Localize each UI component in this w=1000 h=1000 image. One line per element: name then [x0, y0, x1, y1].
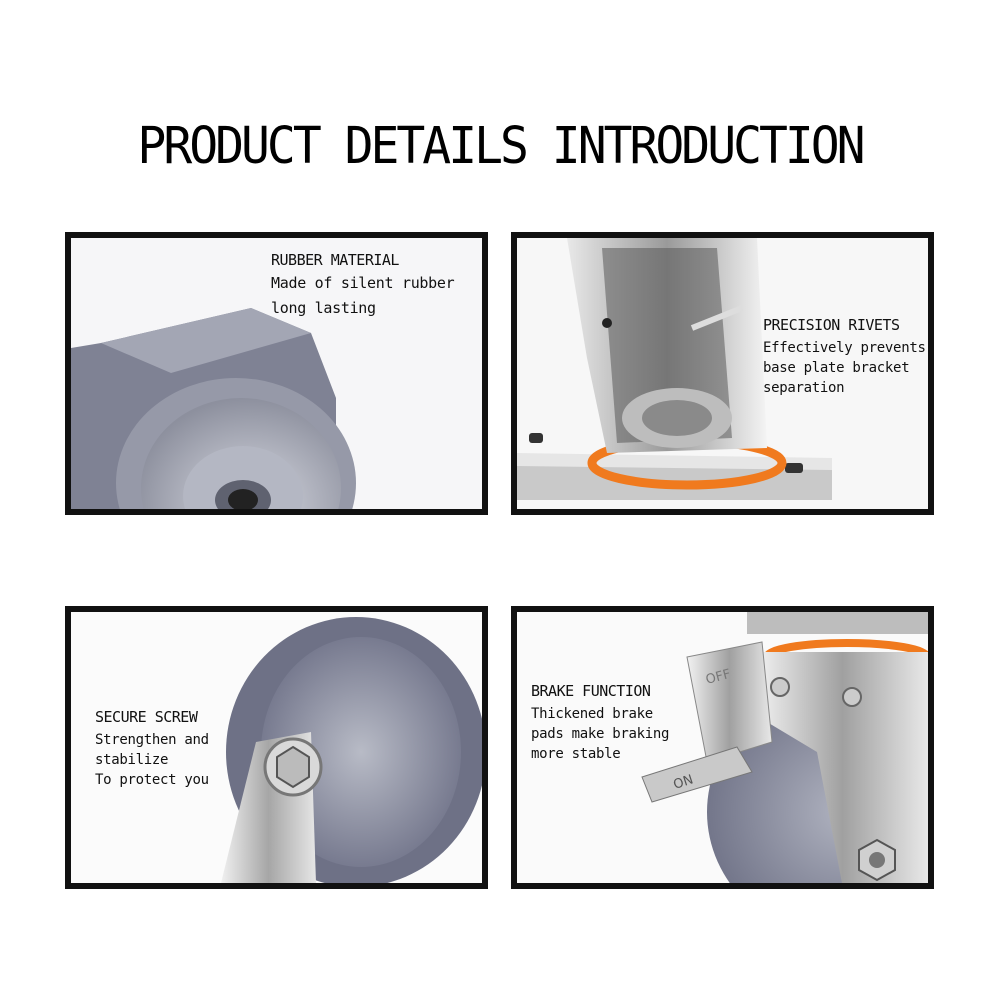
rivets-bracket-image [517, 238, 928, 509]
brake-on-label: ON [672, 772, 696, 792]
panel-line: Effectively prevents [763, 340, 926, 356]
panel-line: stabilize [95, 752, 169, 768]
panel-line: To protect you [95, 772, 209, 788]
page-title: PRODUCT DETAILS INTRODUCTION [137, 116, 865, 176]
panel-line: Strengthen and [95, 732, 209, 748]
panel-line: Made of silent rubber [271, 274, 455, 292]
panel-line: more stable [531, 746, 621, 762]
panel-heading: PRECISION RIVETS [763, 316, 900, 334]
panel-heading: BRAKE FUNCTION [531, 682, 651, 700]
panel-brake-function: OFF ON BRAKE FUNCTION Thickened brake pa… [511, 606, 934, 889]
panel-line: base plate bracket [763, 360, 910, 376]
panel-line: separation [763, 380, 845, 396]
panel-line: long lasting [271, 299, 376, 317]
panel-heading: SECURE SCREW [95, 708, 198, 726]
brake-caster-image: OFF ON [517, 612, 928, 883]
panel-secure-screw: SECURE SCREW Strengthen and stabilize To… [65, 606, 488, 889]
panel-heading: RUBBER MATERIAL [271, 251, 399, 269]
brake-off-label: OFF [704, 667, 732, 688]
rubber-wheel-image [71, 238, 482, 509]
panel-line: Thickened brake [531, 706, 653, 722]
panel-rubber-material: RUBBER MATERIAL Made of silent rubber lo… [65, 232, 488, 515]
panel-line: pads make braking [531, 726, 670, 742]
secure-screw-image [71, 612, 482, 883]
panel-precision-rivets: PRECISION RIVETS Effectively prevents ba… [511, 232, 934, 515]
